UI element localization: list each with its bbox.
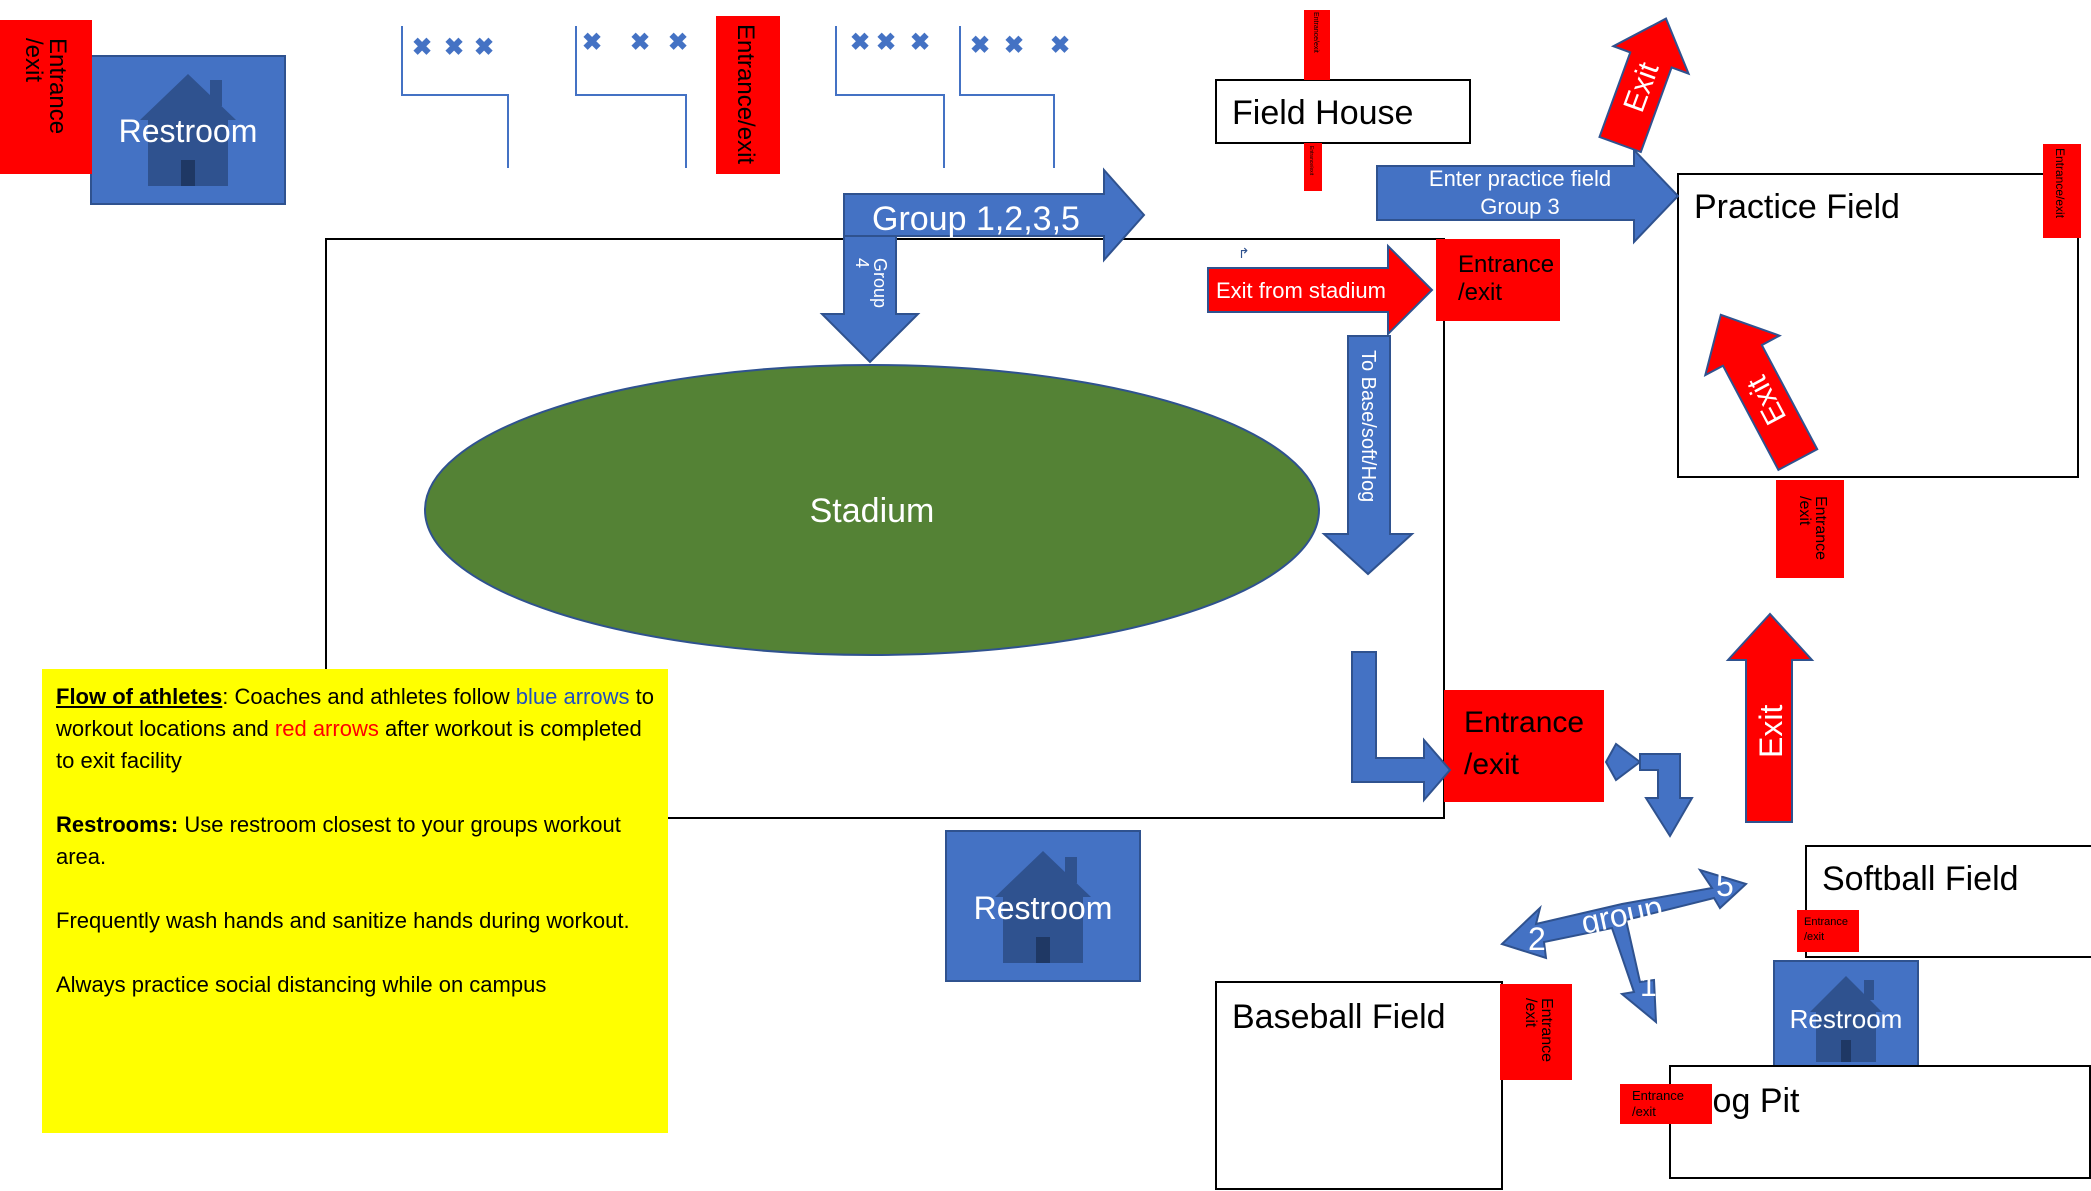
arrow-split-group-label: group [1578,889,1666,941]
svg-text:Restroom: Restroom [119,113,258,149]
svg-text:Entrance/exit: Entrance/exit [1308,146,1314,176]
entrance-hog-pit [1620,1084,1712,1124]
arrow-group-main-label: Group 1,2,3,5 [872,200,1080,238]
arrow-exit-right [1725,612,1815,823]
svg-text:✖: ✖ [582,29,602,56]
arrow-split-group [1500,868,1748,1025]
arrow-split-2-label: 2 [1528,921,1546,957]
arrow-group-4-label: Group4 [852,258,890,308]
legend-red-arrows: red arrows [274,716,379,741]
svg-text:✖: ✖ [1050,32,1070,59]
restroom-bottom-center: Restroom [945,830,1141,982]
arrow-exit-stadium [1207,243,1434,337]
svg-text:✖: ✖ [630,29,650,56]
legend-blue-arrows: blue arrows [515,684,630,709]
entrance-top-left [0,20,92,174]
legend-distancing: Always practice social distancing while … [56,972,547,997]
svg-text:✖: ✖ [474,34,494,61]
svg-text:✖: ✖ [910,29,930,56]
arrow-bent-double [1604,742,1694,838]
arrow-exit-top: Exit [1598,17,1691,154]
arrow-enter-practice [1376,147,1680,245]
arrow-exit-right-label: Exit [1753,705,1789,758]
svg-text:Entrance/exit: Entrance/exit [2053,148,2067,219]
house-icon [995,851,1091,963]
entrance-practice-bottom [1776,480,1844,578]
entrance-baseball-label: Entrance/exit [1522,998,1555,1062]
arrow-to-southeast-entrance [1351,651,1452,803]
x-mark-icon: ✖✖✖ ✖✖✖ ✖✖✖ ✖✖✖ [412,29,1070,61]
svg-text:Restroom: Restroom [974,890,1113,926]
restroom-top-left: Restroom [90,55,286,205]
stadium-label: Stadium [810,492,935,530]
entrance-top-middle-label: Entrance/exit [732,24,759,164]
svg-text:✖: ✖ [970,32,990,59]
legend-restrooms: Restrooms: Use restroom closest to your … [56,812,621,869]
entrance-softball-label: Entrance/exit [1804,916,1848,943]
practice-field-label: Practice Field [1694,188,1900,226]
field-house [1215,79,1471,144]
cursor-mark: ↱ [1238,245,1250,261]
entrance-stadium-southeast [1444,690,1604,802]
stadium-field [424,364,1320,656]
arrow-split-5-label: 5 [1716,867,1734,903]
entrance-stadium-east-label: Entrance/exit [1458,251,1554,306]
restroom-bottom-right: Restroom [1773,960,1919,1072]
entrance-softball [1797,910,1859,952]
entrance-hog-pit-label: Entrance/exit [1632,1088,1684,1119]
svg-text:✖: ✖ [1004,32,1024,59]
svg-text:✖: ✖ [668,29,688,56]
entrance-top-middle [716,16,780,174]
legend-wash: Frequently wash hands and sanitize hands… [56,908,630,933]
baseball-field-label: Baseball Field [1232,998,1446,1036]
hog-pit [1669,1065,2091,1179]
legend-flow-title: Flow of athletes [56,684,223,709]
entrance-practice-bottom-label: Entrance/exit [1796,496,1829,560]
svg-text:✖: ✖ [412,34,432,61]
entrance-field-house-bottom [1304,143,1322,191]
svg-text:✖: ✖ [876,29,896,56]
legend-flow: Flow of athletes: Coaches and athletes f… [56,684,654,773]
arrow-to-base-label: To Base/soft/Hog [1357,350,1379,502]
entrance-stadium-east [1436,239,1560,321]
entrance-practice-right [2043,144,2081,238]
bleachers [401,26,1055,168]
entrance-field-house-top [1304,10,1330,80]
arrow-exit-stadium-label: Exit from stadium [1216,278,1386,303]
house-icon [1810,976,1882,1062]
arrow-group-4 [819,235,921,364]
legend-restrooms-title: Restrooms: [56,812,179,837]
field-house-label: Field House [1232,94,1413,132]
svg-text:Entrance/exit: Entrance/exit [1312,12,1319,53]
entrance-baseball [1500,984,1572,1080]
arrow-to-base [1321,335,1415,576]
entrance-stadium-southeast-label: Entrance/exit [1464,706,1584,781]
legend-box: Flow of athletes: Coaches and athletes f… [42,669,668,1133]
svg-text:✖: ✖ [444,34,464,61]
baseball-field [1215,981,1503,1190]
svg-text:✖: ✖ [850,29,870,56]
entrance-top-left-label: Entrance/exit [20,38,71,134]
svg-text:Restroom: Restroom [1790,1004,1903,1034]
arrow-split-1-label: 1 [1640,970,1657,1003]
softball-field-label: Softball Field [1822,860,2019,898]
